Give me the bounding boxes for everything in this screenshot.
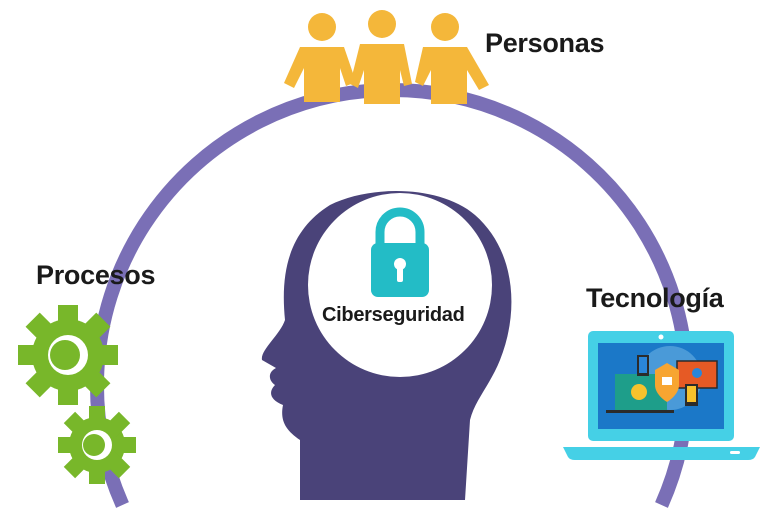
laptop-icon — [563, 331, 760, 460]
gears-icon — [18, 305, 136, 484]
lock-icon — [371, 207, 429, 297]
label-ciberseguridad: Ciberseguridad — [322, 304, 465, 326]
label-procesos: Procesos — [36, 260, 156, 290]
people-icon — [284, 10, 489, 104]
label-personas: Personas — [485, 28, 605, 58]
label-tecnologia: Tecnología — [586, 283, 724, 313]
